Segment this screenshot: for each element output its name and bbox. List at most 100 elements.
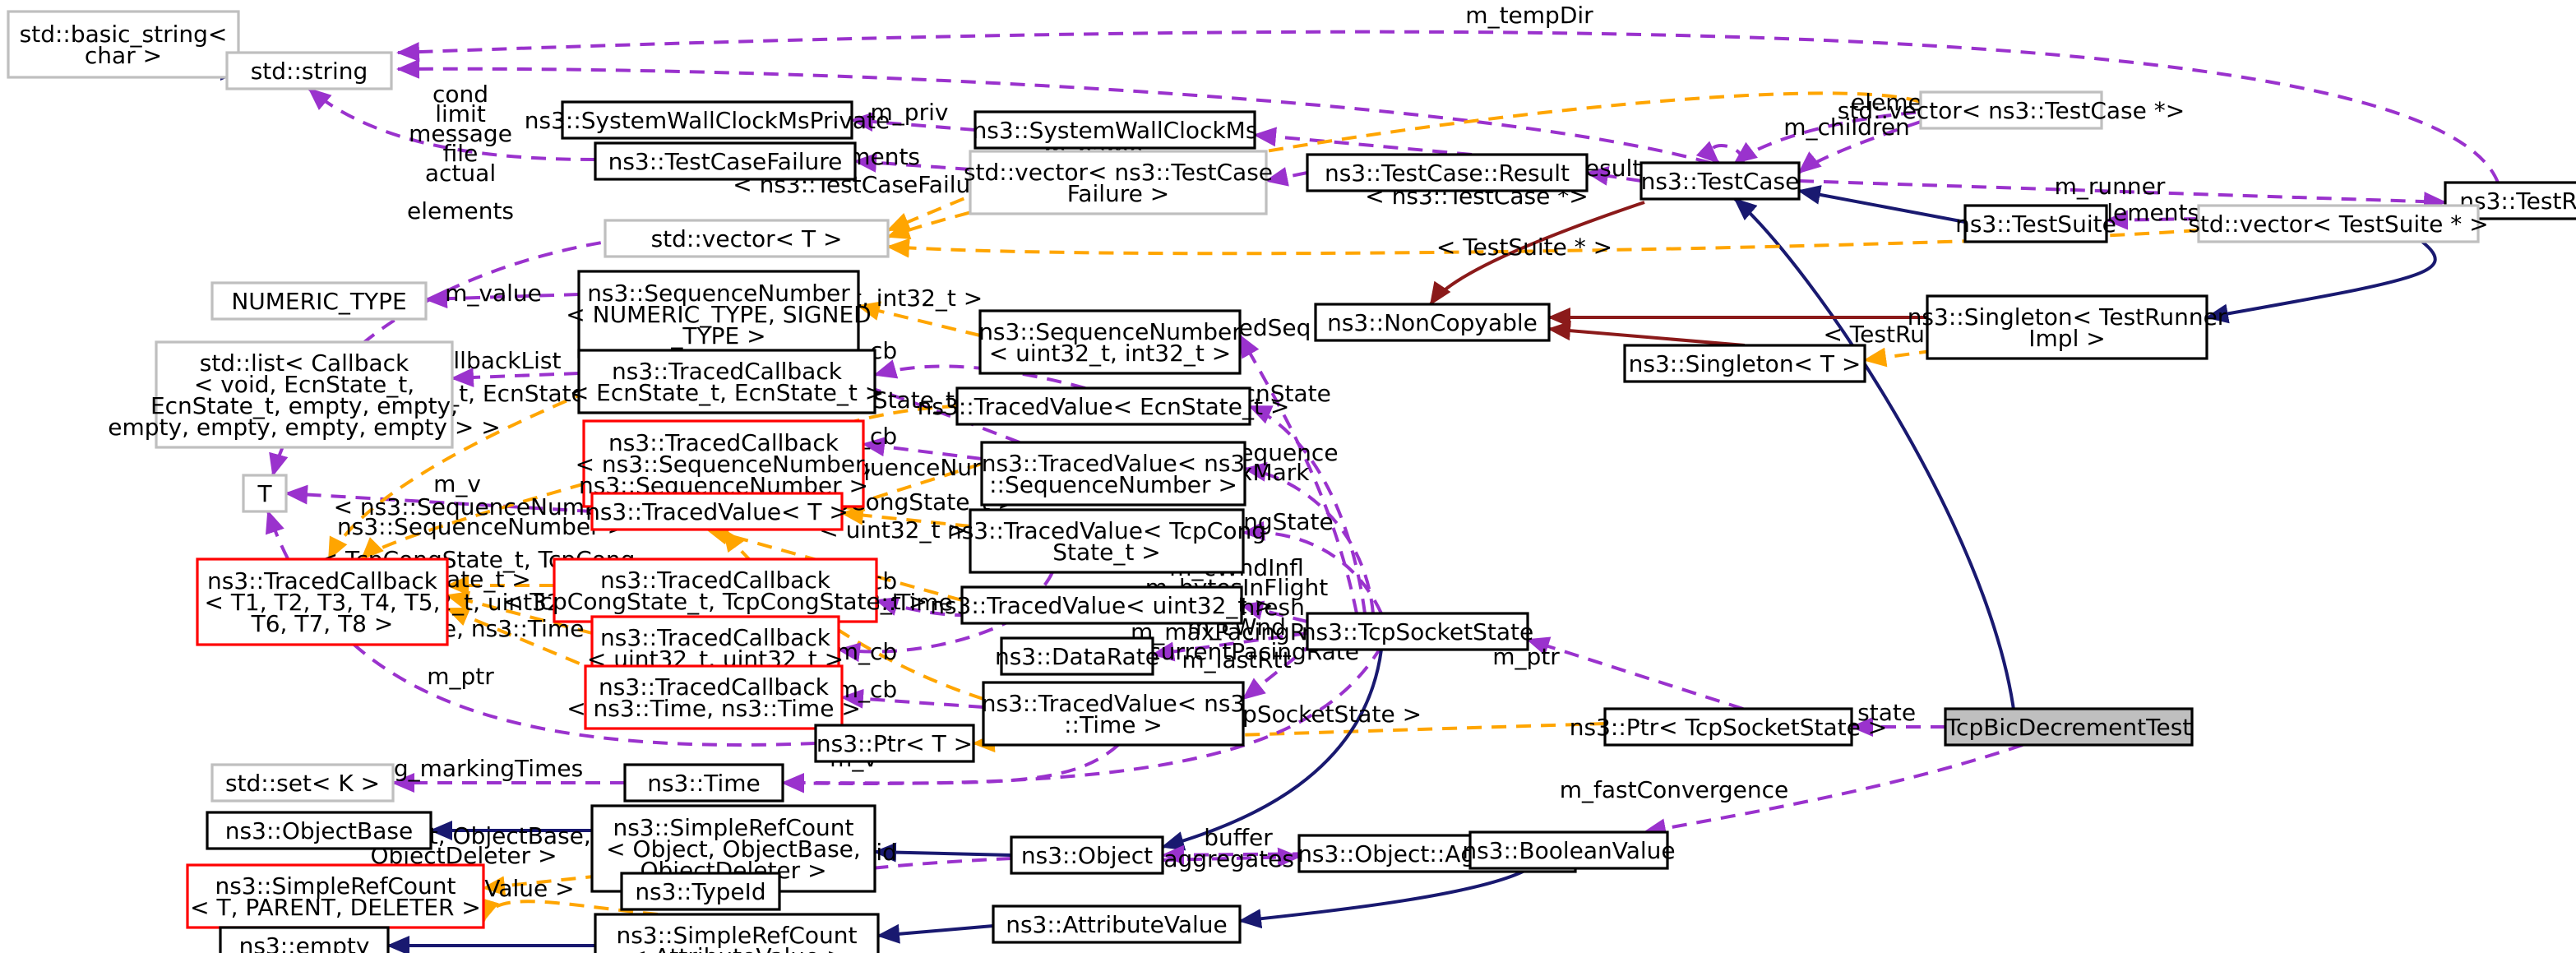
relation-edge-usage bbox=[451, 367, 580, 387]
class-node-box bbox=[186, 863, 485, 929]
class-node-tv-u32[interactable]: ns3::TracedValue< uint32_t > bbox=[930, 585, 1274, 625]
class-node-box bbox=[604, 219, 890, 258]
relation-edge-inherit bbox=[1733, 197, 2016, 716]
edge-label-m-tempDir: m_tempDir bbox=[1465, 2, 1593, 29]
class-node-box bbox=[206, 811, 432, 850]
class-node-vec-testsuite[interactable]: std::vector< TestSuite * > bbox=[2188, 204, 2489, 243]
class-node-label: ns3::TestCase bbox=[1641, 168, 1800, 195]
class-node-ptr-tss[interactable]: ns3::Ptr< TcpSocketState > bbox=[1570, 707, 1887, 747]
class-node-object[interactable]: ns3::Object bbox=[1010, 835, 1164, 875]
class-node-box bbox=[1603, 707, 1853, 747]
class-node-box bbox=[1963, 204, 2108, 243]
relation-edge-usage bbox=[1265, 167, 1308, 187]
relation-edge-inherit bbox=[876, 923, 994, 944]
class-node-tcb-generic[interactable]: ns3::TracedCallback< T1, T2, T3, T4, T5,… bbox=[196, 557, 449, 646]
class-node-syswall[interactable]: ns3::SystemWallClockMs bbox=[973, 110, 1258, 150]
class-node-label: < ns3::Time, ns3::Time > bbox=[567, 695, 861, 722]
relation-edge-template bbox=[857, 301, 981, 337]
class-node-ptr-t[interactable]: ns3::Ptr< T > bbox=[814, 724, 975, 763]
class-node-box bbox=[1000, 636, 1154, 676]
class-node-box bbox=[960, 585, 1243, 625]
class-node-time[interactable]: ns3::Time bbox=[623, 763, 784, 803]
class-node-src-generic[interactable]: ns3::SimpleRefCount< T, PARENT, DELETER … bbox=[186, 863, 485, 929]
class-node-numeric-type[interactable]: NUMERIC_TYPE bbox=[210, 281, 428, 321]
edge-label-cond: cond bbox=[432, 81, 488, 108]
class-node-box bbox=[553, 557, 878, 623]
class-node-box bbox=[1468, 830, 1669, 870]
class-node-objectbase[interactable]: ns3::ObjectBase bbox=[206, 811, 432, 850]
class-node-tv-T[interactable]: ns3::TracedValue< T > bbox=[585, 492, 849, 531]
class-node-label: ns3::TestCaseFailure bbox=[608, 148, 843, 175]
edge-label-m-fastConvergence: m_fastConvergence bbox=[1560, 776, 1788, 803]
relation-edge-usage bbox=[873, 359, 1086, 390]
edge-label-cond: message bbox=[409, 120, 512, 147]
class-node-vec-failure[interactable]: std::vector< ns3::TestCaseFailure > bbox=[964, 150, 1273, 215]
class-node-label: ns3::TracedValue< T > bbox=[585, 498, 849, 525]
class-node-label: ns3::SequenceNumber bbox=[587, 280, 850, 307]
class-node-datarate[interactable]: ns3::DataRate bbox=[995, 636, 1159, 676]
class-node-tv-cong[interactable]: ns3::TracedValue< TcpCongState_t > bbox=[947, 508, 1266, 574]
relation-edge-usage bbox=[1643, 743, 2023, 839]
class-node-stdlist[interactable]: std::list< Callback< void, EcnState_t, E… bbox=[108, 340, 501, 449]
class-node-vec-t[interactable]: std::vector< T > bbox=[604, 219, 890, 258]
edge-label-buffer: buffer bbox=[1204, 824, 1273, 851]
relation-edge-usage bbox=[862, 437, 983, 460]
class-node-tv-seq[interactable]: ns3::TracedValue< ns3::SequenceNumber > bbox=[980, 441, 1246, 507]
class-node-tv-ecn[interactable]: ns3::TracedValue< EcnState_t > bbox=[918, 386, 1290, 426]
class-node-seqnum-t[interactable]: ns3::SequenceNumber< NUMERIC_TYPE, SIGNE… bbox=[566, 270, 872, 359]
class-node-testcasefailure[interactable]: ns3::TestCaseFailure bbox=[594, 141, 857, 181]
class-node-result[interactable]: ns3::TestCase::Result bbox=[1306, 153, 1589, 192]
class-node-label: ns3::TracedCallback bbox=[600, 567, 831, 594]
class-node-box bbox=[955, 386, 1251, 426]
class-node-box bbox=[155, 340, 454, 449]
class-node-stdset[interactable]: std::set< K > bbox=[210, 763, 395, 803]
relation-edge-usage bbox=[284, 484, 593, 513]
class-node-box bbox=[594, 141, 857, 181]
class-node-label: ::SequenceNumber > bbox=[989, 471, 1237, 498]
class-node-tcb-ecn[interactable]: ns3::TracedCallback< EcnState_t, EcnStat… bbox=[570, 349, 884, 414]
relation-edge-usage bbox=[837, 604, 1038, 663]
class-node-focus[interactable]: TcpBicDecrementTest bbox=[1944, 707, 2194, 747]
relation-edge-usage bbox=[1253, 127, 1473, 156]
class-node-string[interactable]: std::string bbox=[225, 51, 393, 90]
class-node-label: ns3::Singleton< TestRunner bbox=[1908, 303, 2227, 331]
relation-edge-usage bbox=[396, 58, 1711, 164]
relation-edge-usage bbox=[1733, 108, 1991, 164]
class-node-label: ns3::TypeId bbox=[635, 878, 765, 905]
edge-label-cond: limit bbox=[435, 100, 486, 127]
class-node-src-attr[interactable]: ns3::SimpleRefCount< AttributeValue > bbox=[594, 913, 880, 953]
class-node-basic-string[interactable]: std::basic_string<char > bbox=[7, 10, 240, 79]
relation-edge-usage bbox=[2105, 210, 2199, 230]
class-node-label: Impl > bbox=[2028, 325, 2105, 352]
class-node-empty[interactable]: ns3::empty bbox=[219, 926, 390, 953]
class-node-tcb-cong[interactable]: ns3::TracedCallback< TcpCongState_t, Tcp… bbox=[503, 557, 927, 623]
class-node-label: < TcpCongState_t, TcpCongState_t > bbox=[503, 588, 927, 615]
class-node-typeid[interactable]: ns3::TypeId bbox=[620, 872, 781, 911]
class-node-label: ns3::TracedValue< TcpCong bbox=[947, 517, 1266, 544]
class-node-tv-time[interactable]: ns3::TracedValue< ns3::Time > bbox=[982, 681, 1245, 747]
class-node-T[interactable]: T bbox=[242, 474, 288, 513]
class-node-tcpsocketstate[interactable]: ns3::TcpSocketState bbox=[1302, 612, 1533, 651]
class-node-booleanvalue[interactable]: ns3::BooleanValue bbox=[1462, 830, 1676, 870]
class-node-label: < AttributeValue > bbox=[627, 943, 845, 953]
class-node-label: State_t > bbox=[1052, 539, 1160, 566]
class-node-testsuite[interactable]: ns3::TestSuite bbox=[1955, 204, 2116, 243]
class-node-label: TcpBicDecrementTest bbox=[1945, 714, 2192, 741]
class-node-singleton-t[interactable]: ns3::Singleton< T > bbox=[1623, 344, 1866, 383]
class-node-box bbox=[242, 474, 288, 513]
class-node-box bbox=[7, 10, 240, 79]
class-node-vec-testcase[interactable]: std::vector< ns3::TestCase *> bbox=[1838, 90, 2185, 130]
class-node-noncopyable[interactable]: ns3::NonCopyable bbox=[1314, 303, 1551, 342]
class-node-attributevalue[interactable]: ns3::AttributeValue bbox=[992, 904, 1242, 944]
relation-edge-usage bbox=[1585, 166, 1642, 186]
class-node-testcase[interactable]: ns3::TestCase bbox=[1639, 161, 1801, 201]
class-node-tcb-time[interactable]: ns3::TracedCallback< ns3::Time, ns3::Tim… bbox=[567, 664, 861, 730]
class-node-box bbox=[980, 441, 1246, 507]
class-node-syswallpriv[interactable]: ns3::SystemWallClockMsPrivate bbox=[525, 100, 890, 140]
class-node-label: ns3::AttributeValue bbox=[1006, 911, 1228, 938]
class-node-box bbox=[1639, 161, 1801, 201]
class-node-box bbox=[210, 281, 428, 321]
class-node-seqnum-u32[interactable]: ns3::SequenceNumber< uint32_t, int32_t > bbox=[978, 309, 1242, 375]
